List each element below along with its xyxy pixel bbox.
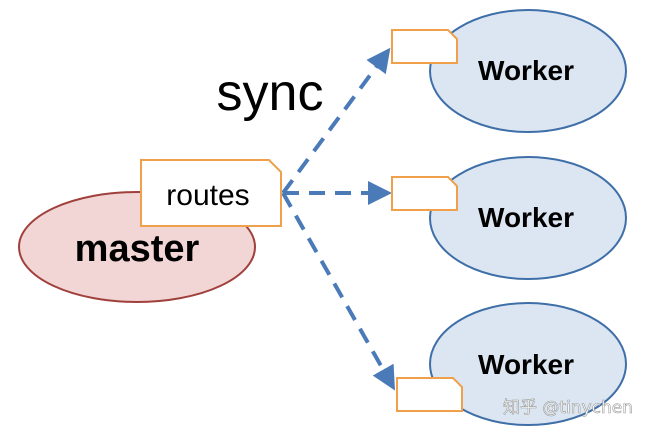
sync-arrows (281, 47, 395, 391)
routes-document: routes (140, 159, 282, 227)
worker-node-3: Worker (429, 302, 627, 426)
sync-label: sync (217, 64, 324, 122)
worker-label: Worker (478, 349, 574, 380)
worker-label: Worker (478, 202, 574, 233)
worker-routes-document-3 (396, 377, 463, 412)
worker-routes-box (391, 29, 458, 64)
worker-ellipse (429, 156, 627, 280)
worker-routes-document-1 (391, 29, 458, 64)
routes-box (140, 159, 282, 227)
worker-label: Worker (478, 55, 574, 86)
sync-arrow-to-worker-1 (281, 47, 391, 195)
worker-node-1: Worker (429, 9, 627, 133)
sync-arrow-to-worker-3 (281, 192, 395, 391)
worker-routes-document-2 (391, 176, 458, 211)
routes-label: routes (166, 179, 249, 212)
worker-node-2: Worker (429, 156, 627, 280)
master-label: master (75, 228, 200, 270)
worker-ellipse (429, 302, 627, 426)
worker-routes-box (396, 377, 463, 412)
watermark: 知乎 @tinychen (503, 398, 633, 418)
worker-routes-box (391, 176, 458, 211)
worker-ellipse (429, 9, 627, 133)
